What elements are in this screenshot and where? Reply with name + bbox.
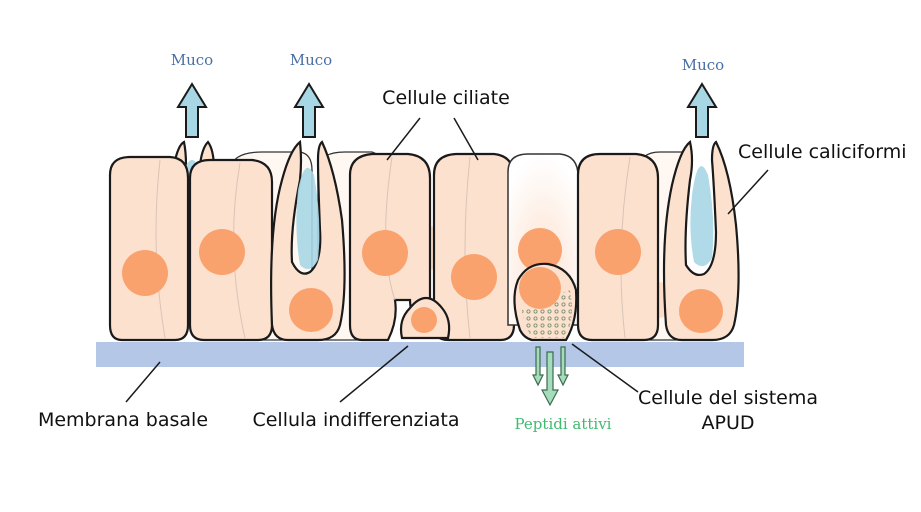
label-peptidi-attivi: Peptidi attivi [515,415,612,433]
label-apud-line1: Cellule del sistema [638,387,818,409]
ciliated-cell-4 [432,152,516,342]
mucus-arrow-2 [293,82,325,138]
label-cellule-caliciformi: Cellule caliciformi [738,141,907,163]
peptide-arrows [532,346,569,407]
apud-cell [513,262,578,342]
label-cellula-indifferenziata: Cellula indifferenziata [252,409,459,431]
label-muco-2: Muco [290,51,332,69]
leader-indifferenziata [339,345,409,403]
label-muco-3: Muco [682,56,724,74]
goblet-cell-2 [662,140,740,342]
ciliated-cell-1 [108,155,190,342]
leader-apud [571,343,639,393]
mucus-arrow-1 [176,82,208,138]
leader-caliciformi [727,169,769,215]
label-membrana-basale: Membrana basale [38,409,208,431]
mucus-arrow-3 [686,82,718,138]
label-cellule-ciliate: Cellule ciliate [382,87,510,109]
undifferentiated-cell [399,296,451,340]
label-muco-1: Muco [171,51,213,69]
leader-membrana [125,361,161,403]
goblet-cell-1 [270,139,346,342]
ciliated-cell-2 [188,158,274,342]
basement-membrane [96,342,744,367]
label-apud-line2: APUD [702,412,755,434]
ciliated-cell-5 [576,152,660,342]
leader-ciliate-right [453,117,479,161]
leader-ciliate-left [386,117,421,161]
